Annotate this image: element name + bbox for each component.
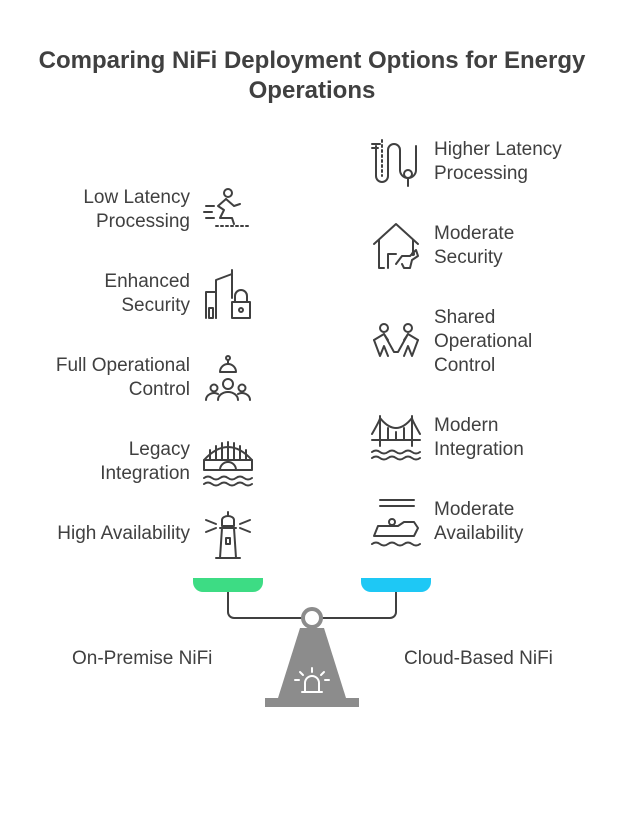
secure-building-icon [202,268,254,320]
boat-on-water-icon [370,496,422,548]
cloud-based-label: Cloud-Based NiFi [404,648,553,669]
page-title: Comparing NiFi Deployment Options for En… [38,47,586,104]
left-item-label: High Availability [57,523,190,544]
suspension-bridge-icon [370,412,422,464]
team-control-icon [202,352,254,404]
right-pan [361,578,431,592]
house-with-dog-icon [370,220,422,272]
alarm-light-icon [294,667,330,693]
on-premise-label: On-Premise NiFi [72,648,213,669]
scale-stand [278,628,346,698]
left-pan [193,578,263,592]
historic-bridge-icon [202,436,254,488]
pivot-ring [301,607,323,629]
sprinter-icon [202,184,254,236]
scale-base [265,698,359,707]
lighthouse-icon [202,508,254,560]
people-holding-hands-icon [370,316,422,368]
winding-path-icon [370,136,422,188]
